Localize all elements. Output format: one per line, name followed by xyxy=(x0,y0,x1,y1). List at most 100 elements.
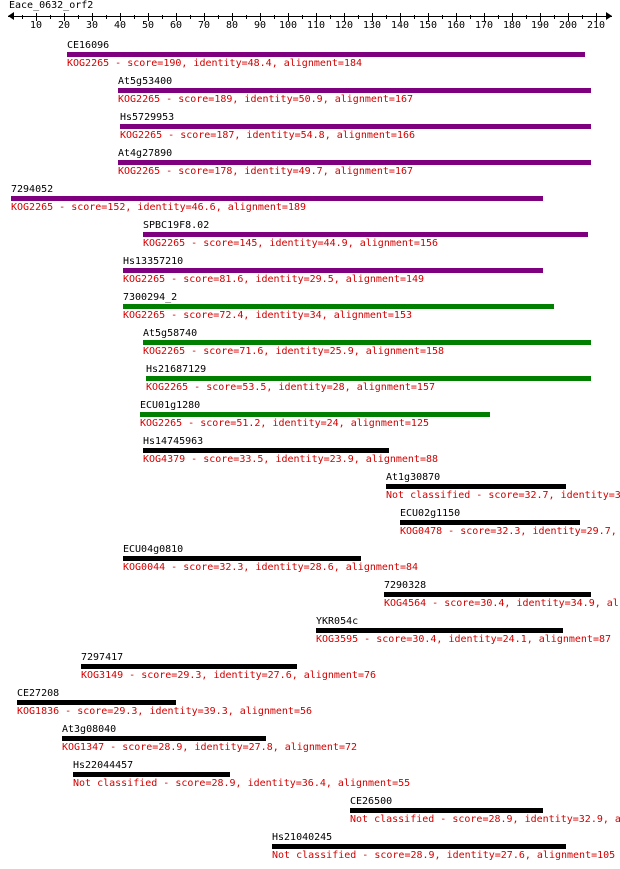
axis-minor-tick xyxy=(442,15,443,19)
hit-name: At1g30870 xyxy=(386,472,441,483)
axis-major-tick xyxy=(120,13,121,21)
axis-tick-label: 30 xyxy=(85,20,99,31)
hit-description: Not classified - score=28.9, identity=36… xyxy=(73,778,411,789)
hit-alignment-bar[interactable] xyxy=(118,88,591,93)
axis-major-tick xyxy=(316,13,317,21)
hit-alignment-bar[interactable] xyxy=(123,556,361,561)
axis-minor-tick xyxy=(302,15,303,19)
hit-description: Not classified - score=32.7, identity=3 xyxy=(386,490,620,501)
hit-alignment-bar[interactable] xyxy=(316,628,563,633)
axis-minor-tick xyxy=(386,15,387,19)
hit-alignment-bar[interactable] xyxy=(118,160,591,165)
axis-major-tick xyxy=(176,13,177,21)
hit-name: At4g27890 xyxy=(118,148,173,159)
axis-minor-tick xyxy=(218,15,219,19)
hit-description: KOG2265 - score=81.6, identity=29.5, ali… xyxy=(123,274,425,285)
axis-minor-tick xyxy=(162,15,163,19)
axis-line xyxy=(8,16,612,17)
axis-minor-tick xyxy=(526,15,527,19)
hit-alignment-bar[interactable] xyxy=(272,844,566,849)
hit-name: 7297417 xyxy=(81,652,124,663)
axis-major-tick xyxy=(456,13,457,21)
hit-alignment-bar[interactable] xyxy=(350,808,543,813)
hit-description: KOG1836 - score=29.3, identity=39.3, ali… xyxy=(17,706,313,717)
hit-name: CE16096 xyxy=(67,40,110,51)
hit-alignment-bar[interactable] xyxy=(143,340,591,345)
axis-major-tick xyxy=(344,13,345,21)
hit-name: Hs14745963 xyxy=(143,436,204,447)
hit-description: KOG3595 - score=30.4, identity=24.1, ali… xyxy=(316,634,612,645)
hit-name: 7290328 xyxy=(384,580,427,591)
hit-description: KOG1347 - score=28.9, identity=27.8, ali… xyxy=(62,742,358,753)
hit-description: KOG3149 - score=29.3, identity=27.6, ali… xyxy=(81,670,377,681)
hit-name: Hs21687129 xyxy=(146,364,207,375)
hit-alignment-bar[interactable] xyxy=(73,772,230,777)
hit-name: ECU01g1280 xyxy=(140,400,201,411)
axis-minor-tick xyxy=(470,15,471,19)
hit-name: Hs13357210 xyxy=(123,256,184,267)
axis-minor-tick xyxy=(190,15,191,19)
axis-tick-label: 140 xyxy=(390,20,410,31)
axis-tick-label: 170 xyxy=(474,20,494,31)
axis-major-tick xyxy=(64,13,65,21)
hit-alignment-bar[interactable] xyxy=(143,232,588,237)
axis-major-tick xyxy=(596,13,597,21)
hit-description: KOG2265 - score=145, identity=44.9, alig… xyxy=(143,238,439,249)
hit-name: 7300294_2 xyxy=(123,292,178,303)
hit-name: 7294052 xyxy=(11,184,54,195)
axis-minor-tick xyxy=(414,15,415,19)
hit-alignment-bar[interactable] xyxy=(386,484,566,489)
axis-minor-tick xyxy=(358,15,359,19)
hit-alignment-bar[interactable] xyxy=(146,376,591,381)
axis-tick-label: 60 xyxy=(169,20,183,31)
axis-minor-tick xyxy=(22,15,23,19)
axis-tick-label: 160 xyxy=(446,20,466,31)
axis-major-tick xyxy=(568,13,569,21)
axis-major-tick xyxy=(484,13,485,21)
hit-alignment-bar[interactable] xyxy=(81,664,297,669)
hit-alignment-bar[interactable] xyxy=(67,52,585,57)
hit-description: KOG4379 - score=33.5, identity=23.9, ali… xyxy=(143,454,439,465)
hit-description: KOG4564 - score=30.4, identity=34.9, al xyxy=(384,598,619,609)
axis-minor-tick xyxy=(274,15,275,19)
axis-minor-tick xyxy=(50,15,51,19)
hit-name: At5g58740 xyxy=(143,328,198,339)
hit-name: ECU02g1150 xyxy=(400,508,461,519)
axis-minor-tick xyxy=(554,15,555,19)
axis-tick-label: 190 xyxy=(530,20,550,31)
axis-major-tick xyxy=(400,13,401,21)
axis-major-tick xyxy=(260,13,261,21)
hit-alignment-bar[interactable] xyxy=(11,196,543,201)
hit-alignment-bar[interactable] xyxy=(143,448,389,453)
axis-tick-label: 20 xyxy=(57,20,71,31)
hit-alignment-bar[interactable] xyxy=(120,124,591,129)
hit-description: KOG2265 - score=72.4, identity=34, align… xyxy=(123,310,412,321)
hit-name: At5g53400 xyxy=(118,76,173,87)
hit-alignment-bar[interactable] xyxy=(123,304,554,309)
hit-description: KOG0044 - score=32.3, identity=28.6, ali… xyxy=(123,562,419,573)
axis-tick-label: 210 xyxy=(586,20,606,31)
hit-alignment-bar[interactable] xyxy=(123,268,543,273)
hit-description: KOG2265 - score=53.5, identity=28, align… xyxy=(146,382,435,393)
hit-name: YKR054c xyxy=(316,616,359,627)
axis-minor-tick xyxy=(106,15,107,19)
axis-right-arrow-icon xyxy=(606,12,612,20)
hit-description: Not classified - score=28.9, identity=27… xyxy=(272,850,616,861)
axis-major-tick xyxy=(428,13,429,21)
hit-alignment-bar[interactable] xyxy=(400,520,580,525)
hit-alignment-bar[interactable] xyxy=(17,700,176,705)
axis-major-tick xyxy=(36,13,37,21)
hit-alignment-bar[interactable] xyxy=(140,412,490,417)
axis-minor-tick xyxy=(134,15,135,19)
hit-alignment-bar[interactable] xyxy=(62,736,266,741)
axis-minor-tick xyxy=(330,15,331,19)
axis-tick-label: 130 xyxy=(362,20,382,31)
axis-major-tick xyxy=(204,13,205,21)
axis-tick-label: 180 xyxy=(502,20,522,31)
axis-major-tick xyxy=(540,13,541,21)
hit-description: KOG2265 - score=190, identity=48.4, alig… xyxy=(67,58,363,69)
axis-major-tick xyxy=(372,13,373,21)
hit-name: CE27208 xyxy=(17,688,60,699)
axis-tick-label: 110 xyxy=(306,20,326,31)
hit-alignment-bar[interactable] xyxy=(384,592,591,597)
